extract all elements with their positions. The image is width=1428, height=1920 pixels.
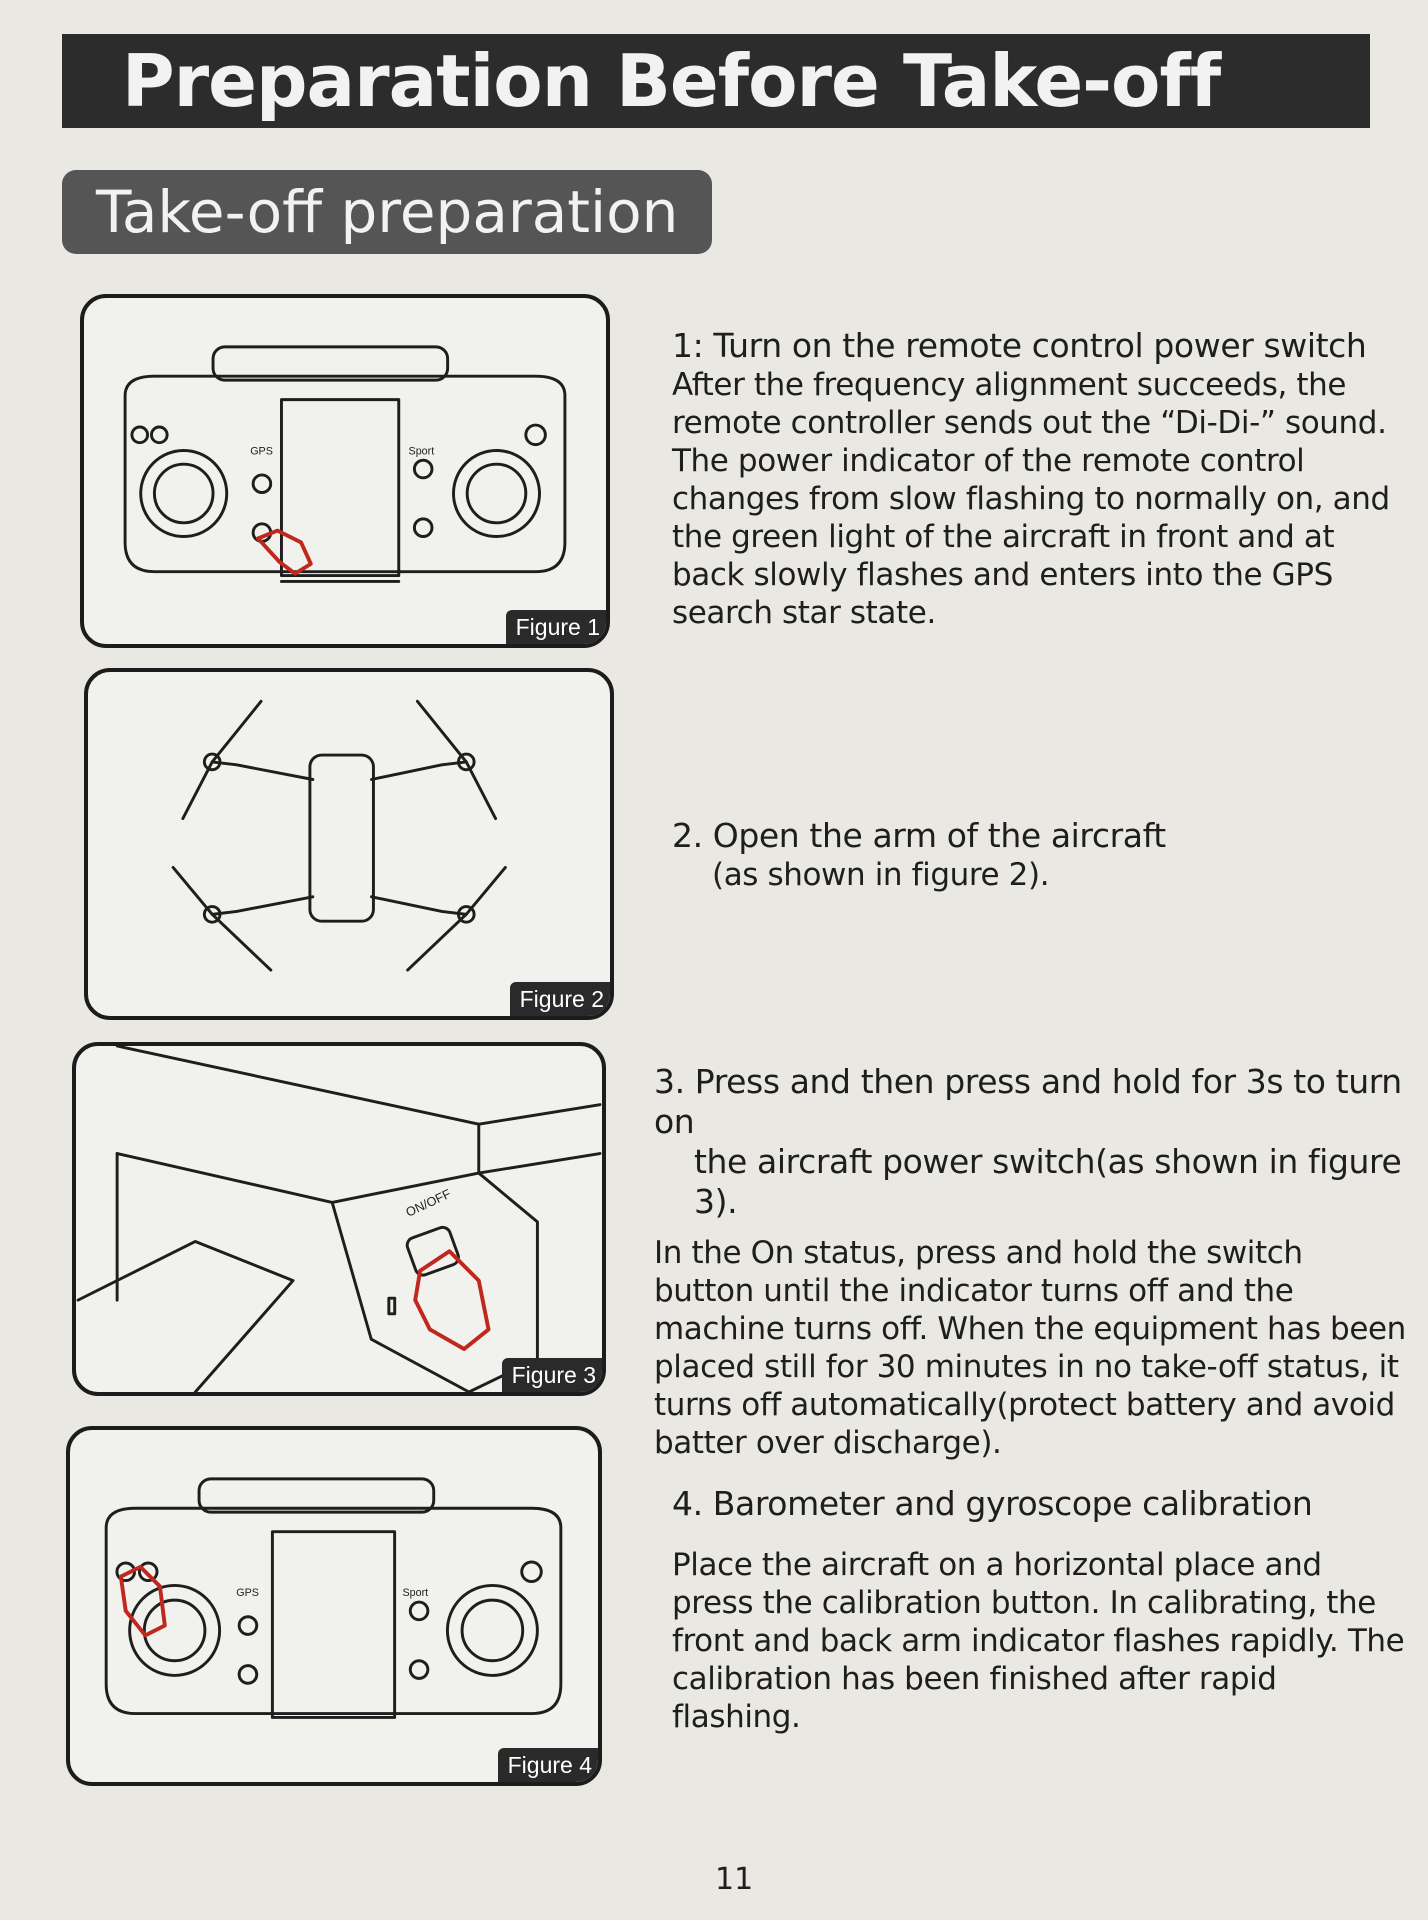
onoff-label: ON/OFF	[404, 1187, 454, 1220]
page-title: Preparation Before Take-off	[62, 34, 1370, 128]
page-number: 11	[715, 1862, 754, 1897]
step-2: 2. Open the arm of the aircraft (as show…	[672, 816, 1372, 894]
sport-label: Sport	[409, 445, 435, 457]
step-title: 4. Barometer and gyroscope calibration	[672, 1484, 1313, 1523]
step-body: Place the aircraft on a horizontal place…	[672, 1547, 1405, 1735]
step-4: 4. Barometer and gyroscope calibration P…	[672, 1484, 1412, 1736]
step-title-continued: the aircraft power switch(as shown in fi…	[694, 1142, 1402, 1221]
hand-icon	[256, 528, 313, 576]
step-body: In the On status, press and hold the swi…	[654, 1235, 1406, 1461]
step-title: 1: Turn on the remote control power swit…	[672, 326, 1367, 365]
step-body: (as shown in figure 2).	[712, 857, 1050, 893]
step-body: After the frequency alignment succeeds, …	[672, 367, 1390, 631]
step-3: 3. Press and then press and hold for 3s …	[654, 1062, 1406, 1462]
figure-label: Figure 3	[501, 1358, 602, 1392]
hand-icon	[118, 1564, 167, 1638]
drone-illustration	[171, 699, 507, 972]
gps-label: GPS	[250, 445, 273, 457]
figure-label: Figure 4	[497, 1748, 598, 1782]
figure-label: Figure 2	[509, 982, 610, 1016]
figure-3: ON/OFF Figure 3	[72, 1042, 606, 1396]
gps-label: GPS	[236, 1587, 259, 1599]
sport-label: Sport	[402, 1587, 428, 1599]
remote-controller-illustration: GPS Sport	[123, 345, 567, 583]
power-switch-illustration: ON/OFF	[76, 1046, 602, 1392]
section-title: Take-off preparation	[62, 170, 712, 254]
figure-4: GPS Sport Figure 4	[66, 1426, 602, 1786]
remote-controller-illustration: GPS Sport	[104, 1477, 563, 1719]
figure-label: Figure 1	[505, 610, 606, 644]
figure-1: GPS Sport Figure 1	[80, 294, 610, 648]
step-title: 2. Open the arm of the aircraft	[672, 816, 1166, 855]
step-title: 3. Press and then press and hold for 3s …	[654, 1062, 1402, 1141]
hand-icon	[413, 1249, 491, 1351]
step-1: 1: Turn on the remote control power swit…	[672, 326, 1392, 632]
figure-2: Figure 2	[84, 668, 614, 1020]
